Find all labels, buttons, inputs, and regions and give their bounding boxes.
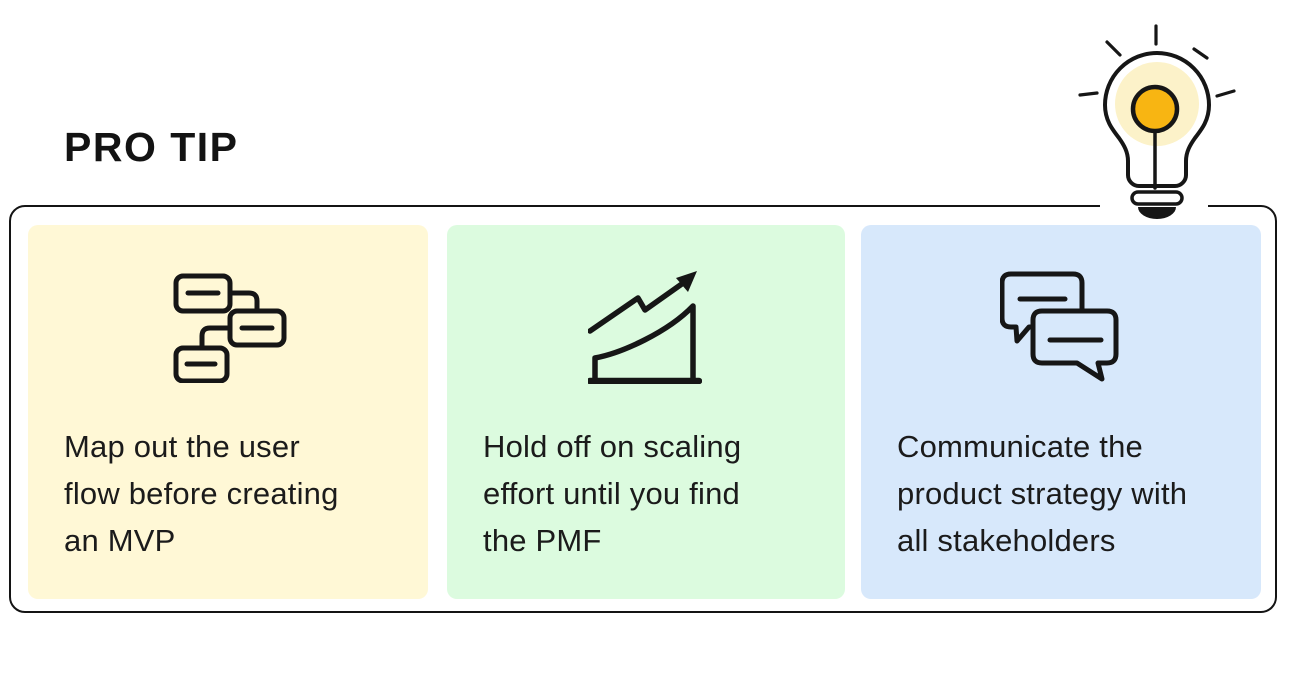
tip-text-line: flow before creating [64,476,339,511]
tip-text-line: all stakeholders [897,523,1116,558]
bulb-base [1138,207,1176,219]
tip-card-map-user-flow: Map out the user flow before creating an… [28,225,428,599]
tip-text-line: Map out the user [64,429,300,464]
bulb-collar [1130,190,1184,206]
tip-text: Communicate the product strategy with al… [897,423,1247,564]
tip-text: Hold off on scaling effort until you fin… [483,423,831,564]
page-title: PRO TIP [64,124,239,170]
growth-chart-icon [588,271,702,384]
chat-bubble-back [1000,271,1085,344]
tip-card-hold-off-scaling: Hold off on scaling effort until you fin… [447,225,845,599]
tip-text-line: product strategy with [897,476,1188,511]
chat-bubbles-icon [1000,271,1119,382]
bulb-core [1130,84,1180,134]
tip-text-line: the PMF [483,523,602,558]
flowchart-icon [173,273,287,383]
tip-text-line: Communicate the [897,429,1143,464]
tip-card-communicate-strategy: Communicate the product strategy with al… [861,225,1261,599]
tip-text-line: effort until you find [483,476,740,511]
lightbulb-rays [1078,24,1236,98]
tip-text-line: an MVP [64,523,176,558]
tips-frame [9,205,1277,613]
chat-bubble-front [1030,308,1119,382]
tip-text-line: Hold off on scaling [483,429,742,464]
lightbulb-icon [1078,24,1236,219]
tip-text: Map out the user flow before creating an… [64,423,414,564]
